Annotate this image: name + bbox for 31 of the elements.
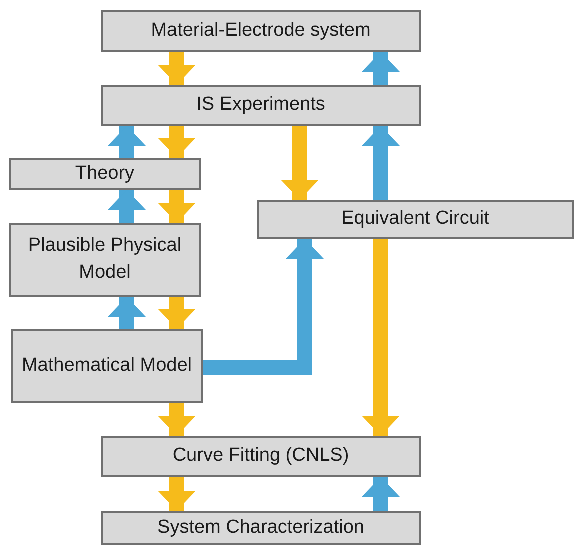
arrow — [281, 126, 319, 200]
arrow — [362, 126, 400, 200]
arrow — [108, 190, 146, 223]
box-label: Equivalent Circuit — [342, 207, 490, 232]
arrow — [362, 239, 400, 436]
arrow — [362, 52, 400, 85]
process-box — [9, 158, 201, 190]
arrow — [108, 126, 146, 158]
box-label: System Characterization — [158, 516, 364, 540]
process-box — [11, 329, 203, 403]
box-label: IS Experiments — [196, 93, 326, 118]
process-box — [9, 223, 201, 297]
arrow — [158, 403, 196, 436]
box-label: Material-Electrode system — [151, 18, 371, 43]
arrow — [108, 297, 146, 329]
box-label: Theory — [75, 162, 135, 186]
box-label: Plausible Physical Model — [27, 234, 183, 285]
process-box — [101, 85, 421, 126]
process-box — [101, 436, 421, 477]
process-box — [101, 10, 421, 52]
arrow — [158, 52, 196, 85]
process-box — [101, 511, 421, 545]
arrow — [362, 477, 400, 511]
arrow — [158, 477, 196, 511]
box-label: Curve Fitting (CNLS) — [172, 444, 350, 468]
arrow — [203, 239, 324, 376]
arrow — [158, 190, 196, 223]
box-label: Mathematical Model — [22, 354, 192, 378]
process-box — [257, 200, 574, 239]
arrow — [158, 126, 196, 158]
arrow — [158, 297, 196, 329]
